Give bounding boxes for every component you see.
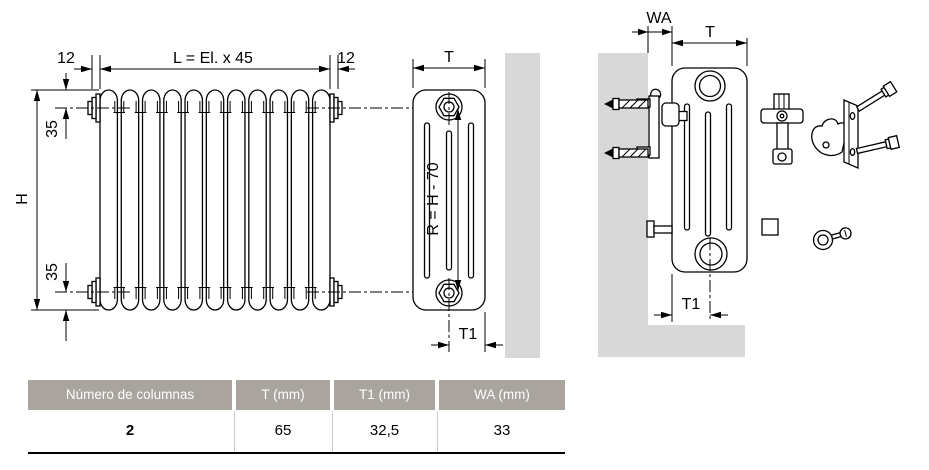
dim-tap-height: R = H - 70	[425, 109, 462, 291]
dim-label-depth-right: T	[705, 24, 715, 41]
table-cell-t1: 32,5	[369, 422, 400, 439]
dim-label-length-formula: L = El. x 45	[173, 50, 253, 67]
dim-label-half-depth-middle: T1	[459, 326, 478, 343]
column-separator	[437, 411, 438, 452]
dimensions-table: Número de columnas T (mm) T1 (mm) WA (mm…	[28, 380, 565, 454]
bolt-icon-bottom	[855, 135, 900, 158]
table-header-wa: WA (mm)	[439, 380, 565, 410]
drain-valve-icon	[646, 220, 673, 238]
table-bottom-border	[28, 452, 565, 454]
dim-depth-right: T	[672, 24, 748, 66]
table-cell-t: 65	[274, 422, 292, 439]
radiator-columns	[99, 89, 331, 311]
dim-label-end-offset-left: 12	[57, 50, 75, 67]
wall-section-middle	[505, 53, 540, 358]
table-header-t1: T1 (mm)	[334, 380, 435, 410]
dim-label-end-offset-right: 12	[337, 50, 355, 67]
radiator-wall-mounted-view	[671, 67, 748, 322]
table-header-t: T (mm)	[236, 380, 330, 410]
dim-label-height: H	[14, 193, 31, 205]
wall-and-floor-section	[598, 53, 745, 357]
dim-label-tap-offset-top: 35	[44, 120, 61, 138]
dim-wall-distance: WA	[632, 10, 673, 66]
column-separator	[234, 411, 235, 452]
dim-label-tap-offset-bottom: 35	[44, 263, 61, 281]
hook-bracket-icon	[811, 118, 849, 157]
dim-height: H	[14, 89, 99, 311]
mounting-plate-with-bolts	[811, 81, 900, 169]
radiator-side-view	[412, 89, 486, 352]
dim-half-depth-middle: T1	[431, 312, 503, 352]
table-data-row: 2 65 32,5 33	[28, 410, 565, 452]
dim-half-depth-right: T1	[654, 274, 728, 322]
dim-length: 12 L = El. x 45 12	[57, 50, 355, 89]
dim-label-depth-middle: T	[444, 49, 454, 66]
clamp-bracket-part	[760, 93, 804, 165]
table-header-row: Número de columnas T (mm) T1 (mm) WA (mm…	[28, 380, 565, 410]
pipe-clamp-screw-part	[812, 227, 852, 251]
column-separator	[332, 411, 333, 452]
radiator-front-view	[55, 89, 468, 311]
dim-tap-offset-top: 35	[44, 73, 70, 139]
table-cell-wa: 33	[493, 422, 511, 439]
dim-label-half-depth-right: T1	[682, 296, 701, 313]
square-plug-part	[761, 218, 779, 236]
dim-label-tap-height-formula: R = H - 70	[425, 162, 442, 235]
radiator-technical-diagram: 12 L = El. x 45 12 H 35 35	[14, 10, 900, 358]
dim-tap-offset-bottom: 35	[44, 263, 70, 341]
dim-depth-middle: T	[412, 49, 486, 88]
dim-label-wall-distance: WA	[646, 10, 672, 27]
table-cell-columns: 2	[125, 422, 135, 439]
table-header-columns: Número de columnas	[28, 380, 232, 410]
bolt-icon-top	[854, 81, 898, 115]
